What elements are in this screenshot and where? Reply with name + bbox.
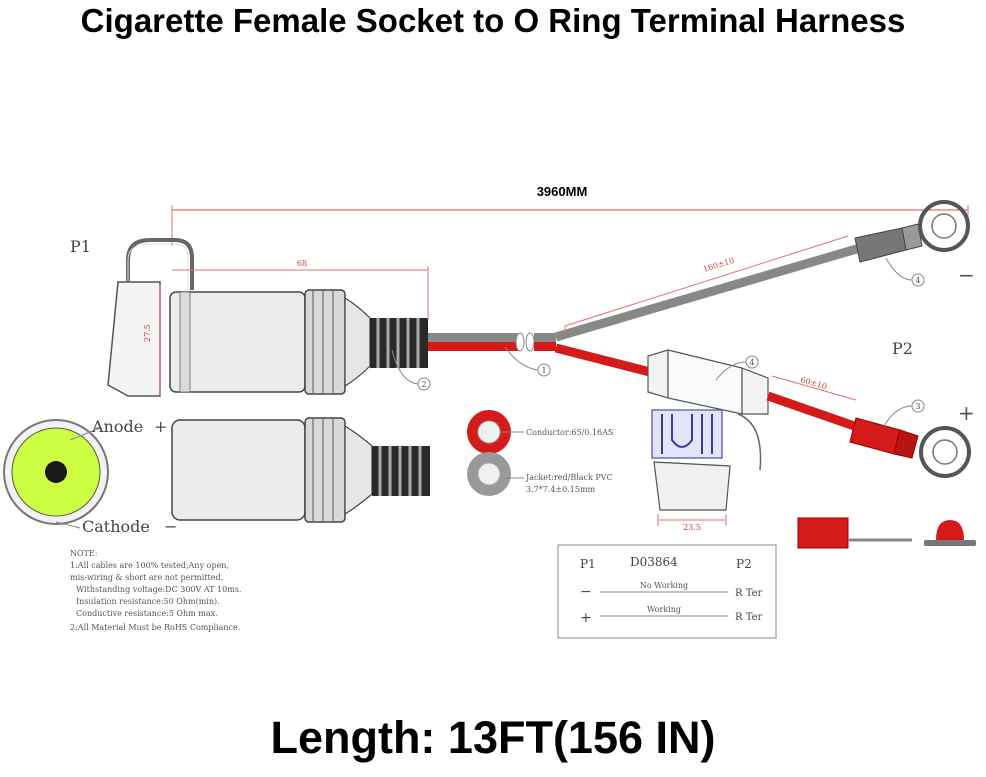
positive-symbol: + (958, 401, 975, 425)
table-row1-label: No Working (640, 581, 688, 590)
callout-1: 1 (504, 346, 551, 377)
table-col-p1: P1 (580, 557, 596, 571)
cable-gray-segment (534, 333, 556, 342)
table-row1-symbol: − (580, 584, 592, 600)
callout-4-fuse: 4 (715, 355, 759, 381)
cable-size-spec: 3.7*7.4±0.15mm (526, 485, 596, 494)
cable-break-mark (515, 332, 525, 352)
anode-symbol: + (154, 417, 167, 436)
negative-branch-length-label: 160±10 (702, 256, 735, 274)
socket-diameter-label: 27.5 (143, 324, 152, 342)
connection-table: P1 D03864 P2 − No Working R Ter + Workin… (557, 544, 777, 639)
negative-ring-terminal-icon (918, 200, 970, 252)
note-line: Withstanding voltage:DC 300V AT 10ms. (76, 585, 241, 594)
note-line: 2:All Material Must be RoHS Compliance. (70, 623, 240, 632)
red-cap-part-icon (936, 520, 964, 540)
table-code: D03864 (630, 555, 678, 569)
positive-ring-terminal-icon (919, 426, 971, 478)
cigarette-socket-bottom (171, 417, 430, 523)
cable-break-mark (525, 332, 535, 352)
cable-gray-segment (428, 333, 518, 342)
cable-section-red-core (477, 420, 501, 444)
negative-branch-dimension-line (564, 235, 849, 327)
p1-label: P1 (70, 237, 91, 256)
page-title: Cigarette Female Socket to O Ring Termin… (80, 2, 906, 39)
cathode-label: Cathode (82, 517, 150, 536)
socket-length-label: 68 (297, 259, 307, 268)
note-line: 1:All cables are 100% tested;Any open, (70, 561, 229, 570)
negative-terminal-sleeve (854, 227, 907, 263)
positive-branch-dimension-line (771, 375, 857, 401)
red-sleeve-part-icon (797, 517, 849, 549)
negative-terminal-crimp (901, 223, 923, 251)
svg-text:2: 2 (421, 380, 426, 389)
table-row2-end: R Ter (735, 612, 763, 623)
cigarette-socket-top (107, 238, 428, 397)
table-row2-label: Working (647, 605, 681, 614)
callout-2: 2 (391, 349, 431, 391)
socket-center-contact (45, 461, 67, 483)
note-line: Insulation resistance:50 Ohm(min). (76, 597, 220, 606)
svg-text:4: 4 (749, 358, 754, 367)
negative-ring-hole (931, 213, 957, 239)
p2-label: P2 (892, 339, 913, 358)
inline-fuse-holder (647, 349, 769, 511)
svg-text:4: 4 (915, 276, 920, 285)
positive-ring-hole (932, 439, 958, 465)
fuse-cap-width-label: 23.5 (683, 523, 701, 532)
positive-terminal-sleeve (849, 417, 901, 455)
cable-section-black-core (477, 462, 501, 486)
positive-wire (554, 343, 652, 377)
positive-wire (766, 391, 862, 433)
notes-block: NOTE: 1:All cables are 100% tested;Any o… (70, 549, 241, 632)
callout-4-terminal: 4 (885, 257, 925, 287)
note-line: Conductive resistance:5 Ohm max. (76, 609, 218, 618)
positive-terminal-crimp (893, 429, 919, 459)
note-line: NOTE: (70, 549, 97, 558)
table-col-p2: P2 (736, 557, 752, 571)
negative-symbol: − (958, 263, 975, 287)
red-cap-base (924, 540, 976, 546)
cathode-symbol: − (164, 517, 177, 536)
positive-branch-length-label: 60±10 (799, 375, 827, 391)
total-length-label: 3960MM (537, 184, 588, 199)
cathode-leader (55, 521, 81, 529)
conductor-spec: Conductor:65/0.16AS (526, 428, 613, 437)
svg-text:3: 3 (915, 402, 920, 411)
jacket-spec: Jacket:red/Black PVC (525, 473, 613, 482)
table-row2-symbol: + (580, 610, 592, 626)
table-row1-end: R Ter (735, 588, 763, 599)
svg-text:1: 1 (541, 366, 546, 375)
negative-wire (554, 243, 862, 342)
callout-3: 3 (883, 399, 925, 427)
anode-label: Anode (91, 417, 143, 436)
cable-red-segment (428, 342, 518, 351)
cable-red-segment (534, 342, 556, 351)
note-line: mis-wiring & short are not permitted. (70, 573, 223, 582)
anode-leader (69, 427, 101, 441)
length-caption: Length: 13FT(156 IN) (270, 712, 716, 763)
